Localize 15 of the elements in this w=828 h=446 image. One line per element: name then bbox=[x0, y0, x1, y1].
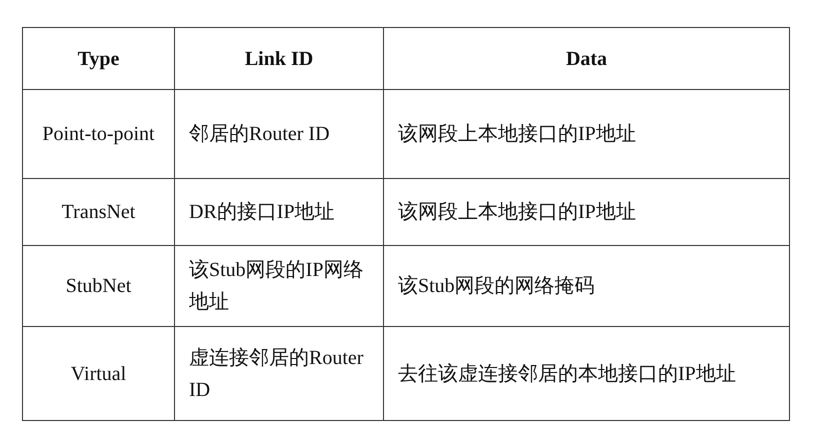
table-cell: Point-to-point bbox=[22, 90, 174, 178]
header-cell: Link ID bbox=[174, 28, 384, 90]
table-cell: 虚连接邻居的Router ID bbox=[174, 326, 384, 420]
table-cell: 该网段上本地接口的IP地址 bbox=[384, 90, 790, 178]
table-cell: 该网段上本地接口的IP地址 bbox=[384, 178, 790, 246]
table-cell: 去往该虚连接邻居的本地接口的IP地址 bbox=[384, 326, 790, 420]
header-cell: Data bbox=[384, 28, 790, 90]
table-cell: 该Stub网段的IP网络地址 bbox=[174, 246, 384, 326]
table-cell: DR的接口IP地址 bbox=[174, 178, 384, 246]
table-cell: 该Stub网段的网络掩码 bbox=[384, 246, 790, 326]
header-cell: Type bbox=[22, 28, 174, 90]
table-cell: StubNet bbox=[22, 246, 174, 326]
table-cell: TransNet bbox=[22, 178, 174, 246]
table-cell: 邻居的Router ID bbox=[174, 90, 384, 178]
table-cell: Virtual bbox=[22, 326, 174, 420]
